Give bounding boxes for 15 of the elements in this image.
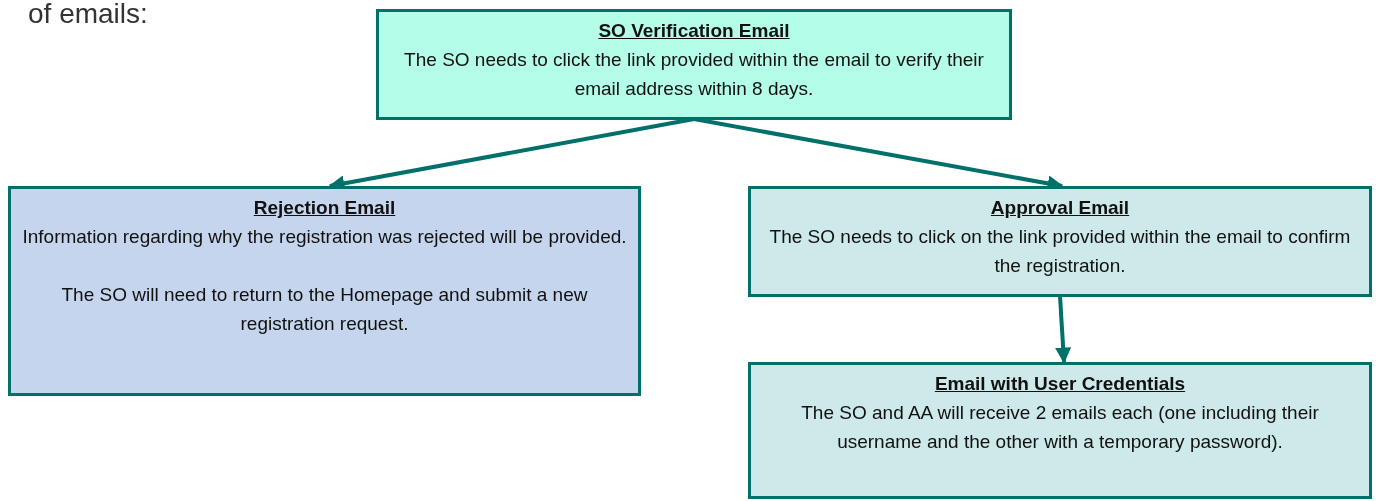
email-step-box	[748, 186, 1372, 297]
email-step-box	[748, 362, 1372, 499]
box-description: The SO and AA will receive 2 emails each (one including their username and the other with a temporary password).	[800, 401, 1320, 454]
box-description: The SO needs to click the link provided within the email to verify their email address within 8 days.	[403, 48, 985, 101]
box-description: Information regarding why the registration was rejected will be provided.	[21, 225, 628, 249]
email-step-box	[8, 186, 641, 396]
box-heading: Rejection Email	[252, 196, 397, 220]
arrow	[1055, 295, 1072, 364]
box-description: The SO will need to return to the Homepage and submit a new registration request.	[60, 283, 589, 336]
box-heading: Approval Email	[989, 196, 1131, 220]
intro-text: of emails:	[28, 0, 148, 30]
box-heading: SO Verification Email	[597, 19, 791, 43]
box-heading: Email with User Credentials	[933, 372, 1187, 396]
email-step-box	[376, 9, 1012, 120]
box-description: The SO needs to click on the link provided within the email to confirm the registration.	[768, 225, 1352, 278]
